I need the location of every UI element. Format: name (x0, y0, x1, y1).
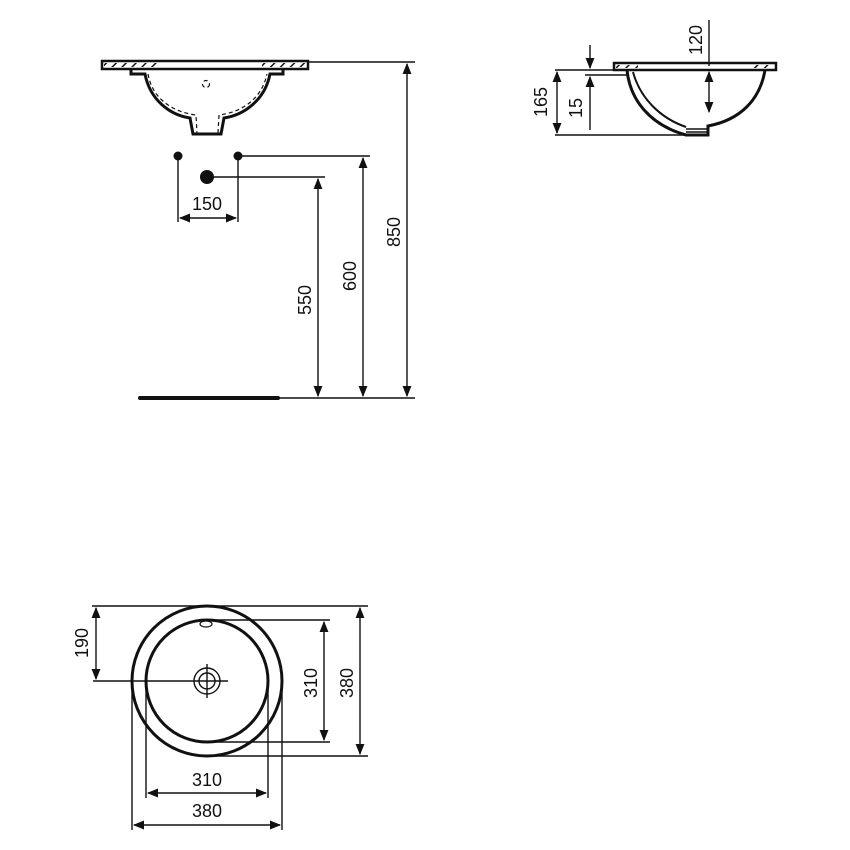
rim-height-label: 850 (384, 217, 404, 247)
front-elevation-view: 150 550 600 850 (100, 59, 415, 400)
rim-offset-label: 15 (566, 98, 586, 118)
outer-depth-label: 380 (337, 668, 357, 698)
overflow-hole (201, 79, 211, 89)
inner-depth-label: 310 (301, 668, 321, 698)
overflow-slot (199, 620, 213, 628)
supply-height-label: 600 (340, 261, 360, 291)
countertop-hatch-left (104, 63, 158, 67)
center-offset-label: 190 (72, 628, 92, 658)
outer-width-label: 380 (192, 801, 222, 821)
depth-label: 120 (686, 25, 706, 55)
side-section-view: 120 15 165 (531, 20, 778, 137)
section-countertop (612, 61, 778, 72)
section-bowl-outline (625, 69, 767, 137)
basin-bowl-hidden-line (147, 73, 268, 134)
plan-view: 190 310 380 310 380 (72, 604, 368, 830)
basin-bowl-outline (129, 69, 285, 136)
countertop-hatch-right (262, 63, 306, 67)
countertop (100, 59, 310, 71)
total-height-label: 165 (531, 87, 551, 117)
tap-spacing-label: 150 (192, 194, 222, 214)
inner-width-label: 310 (192, 770, 222, 790)
waste-height-label: 550 (295, 285, 315, 315)
